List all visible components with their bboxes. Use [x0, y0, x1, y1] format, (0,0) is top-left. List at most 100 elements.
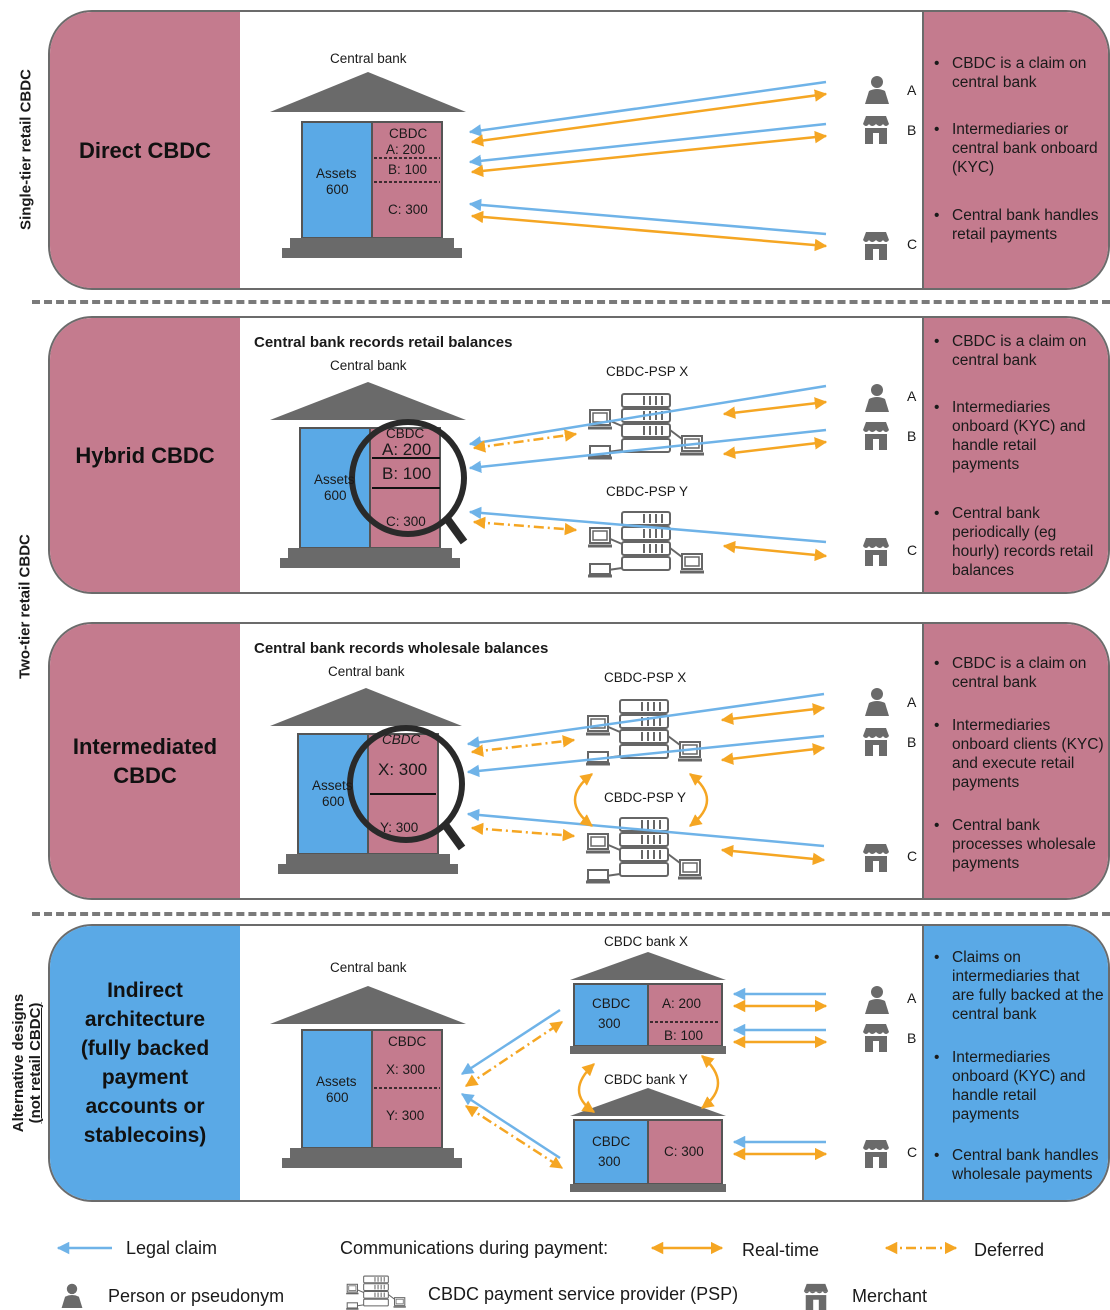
- user-c-label: C: [907, 236, 918, 252]
- panel-name-cell: Indirect architecture (fully backed paym…: [50, 926, 242, 1200]
- user-b-label: B: [907, 428, 917, 444]
- tier-label-alt-line1: Alternative designs: [10, 993, 27, 1133]
- panel-intermediated-cbdc: Intermediated CBDC: [48, 622, 1110, 900]
- ledger-y: Y: 300: [380, 820, 419, 835]
- bullet-item: Central bank processes wholesale payment…: [932, 816, 1106, 873]
- assets-label: Assets: [312, 778, 353, 793]
- ledger-a: A: 200: [382, 440, 432, 459]
- assets-label: Assets: [316, 1074, 357, 1089]
- ledger-x: X: 300: [378, 760, 428, 779]
- user-a-label: A: [907, 82, 917, 98]
- panel-diagram: Central bank records wholesale balances …: [240, 624, 924, 898]
- model-name-line: accounts or: [85, 1095, 205, 1118]
- model-name-line: stablecoins): [83, 1124, 207, 1147]
- panel-bullets-cell: CBDC is a claim on central bank Intermed…: [922, 12, 1108, 288]
- legend-merchant: Merchant: [852, 1286, 928, 1306]
- user-c-label: C: [907, 1144, 918, 1160]
- psp-x-label: CBDC-PSP X: [604, 670, 687, 685]
- panel-diagram: Central bank records retail balances Cen…: [240, 318, 924, 592]
- cbdc-label: CBDC: [382, 732, 421, 747]
- user-c-label: C: [907, 542, 918, 558]
- divider-two-alt: [32, 912, 1110, 916]
- cbdc-label: CBDC: [388, 1034, 427, 1049]
- panel-hybrid-cbdc: Hybrid CBDC: [48, 316, 1110, 594]
- bank-x-ledger-a: A: 200: [662, 996, 702, 1011]
- panel-subtitle: Central bank records wholesale balances: [254, 640, 549, 657]
- panel-direct-cbdc: Direct CBDC Central bank Assets 60: [48, 10, 1110, 290]
- model-name: Intermediated CBDC: [67, 732, 223, 790]
- user-b-label: B: [907, 734, 917, 750]
- bank-x-ledger-b: B: 100: [664, 1028, 704, 1043]
- bullet-item: Intermediaries onboard (KYC) and handle …: [932, 1048, 1106, 1124]
- psp-y-label: CBDC-PSP Y: [606, 484, 689, 499]
- assets-value: 600: [322, 794, 345, 809]
- psp-x-label: CBDC-PSP X: [606, 364, 689, 379]
- model-name-line: Intermediated: [72, 734, 218, 759]
- bank-x-cbdc-value: 300: [598, 1016, 621, 1031]
- ledger-a: A: 200: [386, 142, 426, 157]
- assets-label: Assets: [314, 472, 355, 487]
- model-name-line: payment: [101, 1066, 189, 1089]
- panel-subtitle: Central bank records retail balances: [254, 334, 513, 351]
- central-bank-label: Central bank: [328, 664, 405, 679]
- central-bank-label: Central bank: [330, 358, 407, 373]
- ledger-b: B: 100: [382, 464, 432, 483]
- bullet-item: CBDC is a claim on central bank: [932, 654, 1106, 692]
- legend-graphics: [56, 1241, 958, 1310]
- bullet-item: CBDC is a claim on central bank: [932, 54, 1106, 92]
- ledger-x: X: 300: [386, 1062, 426, 1077]
- legend-realtime: Real-time: [742, 1240, 820, 1260]
- legend-deferred: Deferred: [974, 1240, 1045, 1260]
- bullet-item: CBDC is a claim on central bank: [932, 332, 1106, 370]
- user-c-label: C: [907, 848, 918, 864]
- bank-y-ledger-c: C: 300: [664, 1144, 704, 1159]
- tier-label-alternative: Alternative designs (not retail CBDC): [10, 985, 46, 1141]
- central-bank-label: Central bank: [330, 51, 407, 66]
- model-name: Indirect architecture (fully backed paym…: [75, 976, 215, 1150]
- user-a-label: A: [907, 388, 917, 404]
- tier-label-two: Two-tier retail CBDC: [16, 534, 34, 679]
- legend-psp-icon: [345, 1275, 407, 1310]
- tier-label-alt-line2: (not retail CBDC): [27, 1002, 44, 1124]
- bullet-item: Claims on intermediaries that are fully …: [932, 948, 1106, 1024]
- legend-psp: CBDC payment service provider (PSP): [428, 1284, 739, 1304]
- panel-bullets-cell: CBDC is a claim on central bank Intermed…: [922, 318, 1108, 592]
- panel-bullets-cell: Claims on intermediaries that are fully …: [922, 926, 1108, 1200]
- divider-single-two: [32, 300, 1110, 304]
- panel-name-cell: Hybrid CBDC: [50, 318, 242, 592]
- bullet-item: Intermediaries onboard clients (KYC) and…: [932, 716, 1106, 792]
- ledger-c: C: 300: [388, 202, 428, 217]
- legend-person-icon: [61, 1283, 83, 1308]
- user-a-label: A: [907, 990, 917, 1006]
- bullet-item: Central bank periodically (eg hourly) re…: [932, 504, 1106, 580]
- assets-value: 600: [326, 1090, 349, 1105]
- bank-x-cbdc-label: CBDC: [592, 996, 631, 1011]
- cbdc-label: CBDC: [389, 126, 428, 141]
- assets-label: Assets: [316, 166, 357, 181]
- legend-person: Person or pseudonym: [108, 1286, 285, 1306]
- panel-name-cell: Direct CBDC: [50, 12, 242, 288]
- ledger-c: C: 300: [386, 514, 426, 529]
- bank-y-cbdc-label: CBDC: [592, 1134, 631, 1149]
- panel-indirect-architecture: Indirect architecture (fully backed paym…: [48, 924, 1110, 1202]
- bank-x-label: CBDC bank X: [604, 934, 689, 949]
- ledger-b: B: 100: [388, 162, 428, 177]
- bullet-item: Intermediaries or central bank onboard (…: [932, 120, 1106, 177]
- bullet-item: Central bank handles wholesale payments: [932, 1146, 1106, 1184]
- panel-diagram: Central bank Assets 600 CBDC A: 200 B: 1…: [240, 12, 924, 288]
- bank-y-cbdc-value: 300: [598, 1154, 621, 1169]
- panel-diagram: Central bank Assets 600 CBDC X: 300 Y: 3…: [240, 926, 924, 1200]
- model-name-line: Indirect: [107, 979, 183, 1002]
- user-b-label: B: [907, 122, 917, 138]
- bank-y-label: CBDC bank Y: [604, 1072, 688, 1087]
- model-name-line: CBDC: [113, 763, 177, 788]
- model-name: Hybrid CBDC: [75, 442, 215, 468]
- model-name-line: architecture: [84, 1008, 206, 1031]
- ledger-y: Y: 300: [386, 1108, 425, 1123]
- model-name-line: (fully backed: [80, 1037, 210, 1060]
- cbdc-label: CBDC: [386, 426, 425, 441]
- panel-bullets-cell: CBDC is a claim on central bank Intermed…: [922, 624, 1108, 898]
- legend-communications: Communications during payment:: [340, 1238, 609, 1258]
- model-name: Direct CBDC: [78, 137, 212, 163]
- assets-value: 600: [326, 182, 349, 197]
